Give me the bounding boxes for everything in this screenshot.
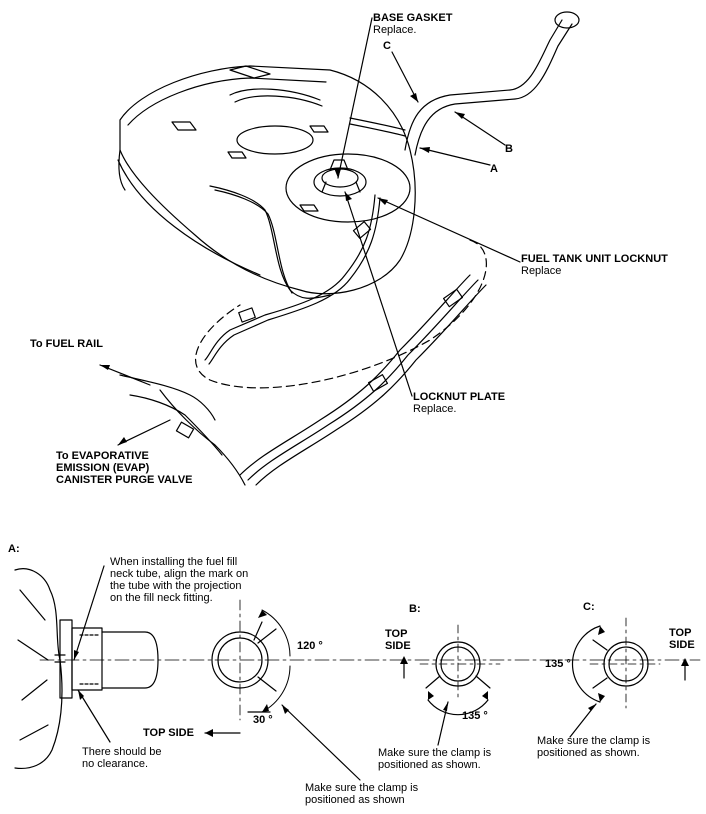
detail-c-label: C: (583, 601, 595, 613)
locknut-title: FUEL TANK UNIT LOCKNUT (521, 253, 668, 265)
detail-c-clamp-note: Make sure the clamp is positioned as sho… (537, 735, 651, 759)
fill-neck-tube (229, 11, 580, 156)
callout-b: B (505, 143, 513, 155)
arrowheads (100, 93, 465, 445)
detail-b-angle: 135 ° (462, 710, 488, 722)
base-gasket-title: BASE GASKET (373, 12, 453, 24)
detail-b-drawing (403, 624, 501, 746)
detail-c-angle: 135 ° (545, 658, 571, 670)
fuel-lines (119, 185, 487, 486)
clearance-note: There should be no clearance. (82, 746, 162, 770)
evap-label: To EVAPORATIVE EMISSION (EVAP) CANISTER … (56, 450, 193, 486)
locknut-plate-title: LOCKNUT PLATE (413, 391, 506, 403)
detail-a-top-side: TOP SIDE (143, 727, 194, 739)
detail-c-top-side: TOP SIDE (669, 627, 695, 651)
detail-a-clamp-note: Make sure the clamp is positioned as sho… (305, 782, 419, 806)
fuel-tank-unit (313, 159, 367, 197)
base-gasket-note: Replace. (373, 24, 417, 36)
detail-c-drawing (569, 617, 686, 738)
fuel-tank (117, 65, 416, 295)
install-note: When installing the fuel fill neck tube,… (110, 556, 249, 604)
hidden-outline (194, 239, 487, 389)
callout-a: A (490, 163, 498, 175)
locknut-plate-note: Replace. (413, 403, 457, 415)
detail-a-label: A: (8, 543, 20, 555)
detail-a-arrowheads (74, 610, 289, 737)
leader-lines (99, 17, 521, 446)
detail-b-top-side: TOP SIDE (385, 628, 411, 652)
angle-30: 30 ° (253, 714, 273, 726)
locknut-note: Replace (521, 265, 562, 277)
detail-b-clamp-note: Make sure the clamp is positioned as sho… (378, 747, 492, 771)
detail-a-drawing (14, 565, 701, 781)
angle-120: 120 ° (297, 640, 323, 652)
detail-c-arrowheads (588, 626, 689, 711)
callout-c: C (383, 40, 391, 52)
detail-b-arrowheads (400, 656, 488, 711)
fuel-rail-label: To FUEL RAIL (30, 338, 103, 350)
detail-b-label: B: (409, 603, 421, 615)
